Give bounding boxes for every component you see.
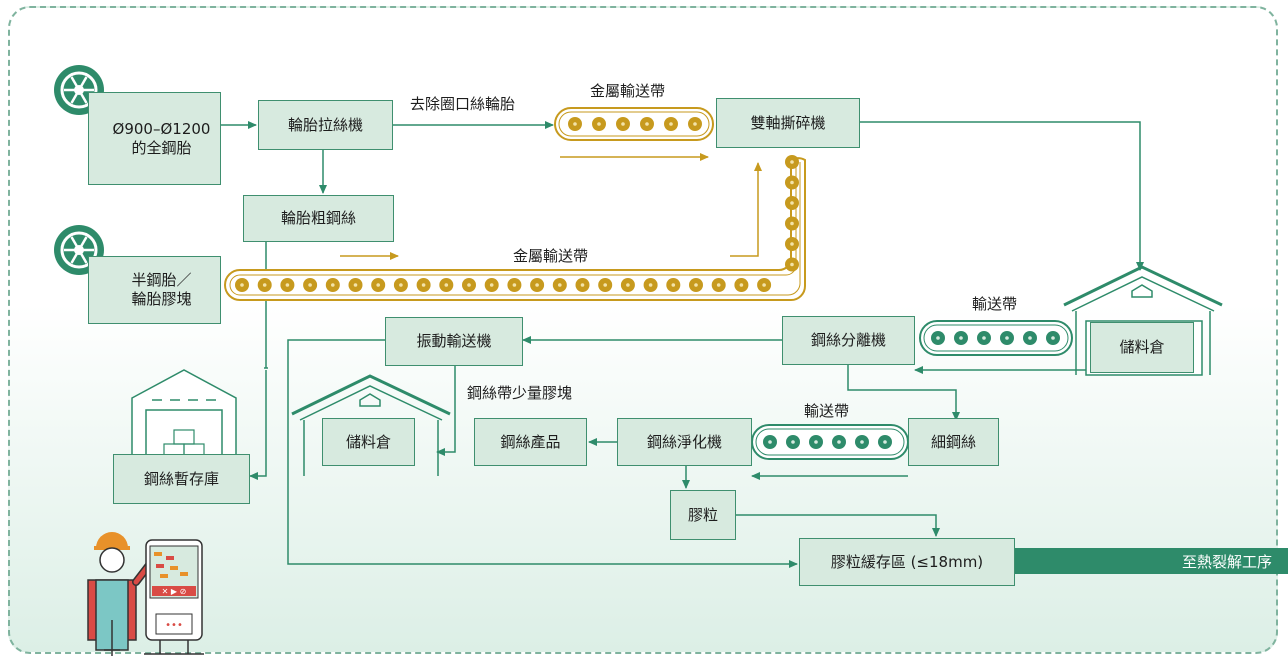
conveyor-belt-mid bbox=[751, 424, 909, 460]
conveyor-belt-right bbox=[919, 320, 1073, 356]
svg-text:•••: ••• bbox=[165, 620, 183, 631]
node-twin-shaft-shredder: 雙軸撕碎機 bbox=[716, 98, 860, 148]
node-full-steel-tire: Ø900–Ø1200 的全鋼胎 bbox=[88, 92, 221, 185]
label-metal-conveyor-top: 金屬輸送帶 bbox=[590, 82, 666, 100]
arrow-to-wire-temp-storage bbox=[249, 370, 267, 480]
label-metal-conveyor-long: 金屬輸送帶 bbox=[513, 247, 589, 265]
gold-arrow-up bbox=[730, 162, 762, 257]
node-vibrating-conveyor: 振動輸送機 bbox=[385, 317, 523, 366]
label-conveyor-right: 輸送帶 bbox=[972, 295, 1018, 313]
node-bead-wire-remover: 輪胎拉絲機 bbox=[258, 100, 393, 150]
node-storage-bin-mid: 儲料倉 bbox=[322, 418, 415, 466]
to-pyrolysis-banner: 至熱裂解工序 bbox=[1015, 548, 1288, 574]
node-steel-wire-temp-storage: 鋼絲暫存庫 bbox=[113, 454, 250, 504]
arrow-to-granule-buffer bbox=[287, 339, 798, 568]
node-fine-steel-wire: 細鋼絲 bbox=[908, 418, 999, 466]
node-rubber-granules: 膠粒 bbox=[670, 490, 736, 540]
node-semi-steel-tire: 半鋼胎／ 輪胎膠塊 bbox=[88, 256, 221, 324]
line-coarse-wire-down bbox=[264, 242, 268, 369]
to-pyrolysis-label: 至熱裂解工序 bbox=[1181, 552, 1272, 571]
arrow-vibrating-to-storage-mid bbox=[436, 366, 456, 456]
node-granule-buffer: 膠粒緩存區 (≤18mm) bbox=[799, 538, 1015, 586]
node-tire-coarse-wire: 輪胎粗鋼絲 bbox=[243, 195, 394, 242]
node-steel-wire-purifier: 鋼絲淨化機 bbox=[617, 418, 752, 466]
metal-conveyor-top bbox=[554, 107, 714, 141]
warehouse-icon bbox=[291, 374, 451, 476]
arrow-shredder-to-storage bbox=[860, 121, 1144, 271]
label-remove-bead-tire: 去除圈口絲輪胎 bbox=[410, 95, 516, 113]
label-conveyor-mid: 輸送帶 bbox=[804, 402, 850, 420]
node-steel-wire-product: 鋼絲產品 bbox=[474, 418, 587, 466]
arrow-separator-to-fine-wire bbox=[847, 365, 960, 421]
control-panel-icon: ✕ ▶ ⊘ ••• bbox=[144, 539, 204, 655]
metal-conveyor-long bbox=[224, 155, 806, 301]
node-steel-wire-separator: 鋼絲分離機 bbox=[782, 316, 915, 365]
svg-text:✕ ▶ ⊘: ✕ ▶ ⊘ bbox=[162, 587, 187, 596]
arrow-granules-to-buffer bbox=[736, 514, 940, 537]
node-storage-bin-right: 儲料倉 bbox=[1090, 322, 1194, 373]
label-wire-with-rubber: 鋼絲帶少量膠塊 bbox=[467, 384, 573, 402]
warehouse-icon bbox=[131, 369, 237, 465]
